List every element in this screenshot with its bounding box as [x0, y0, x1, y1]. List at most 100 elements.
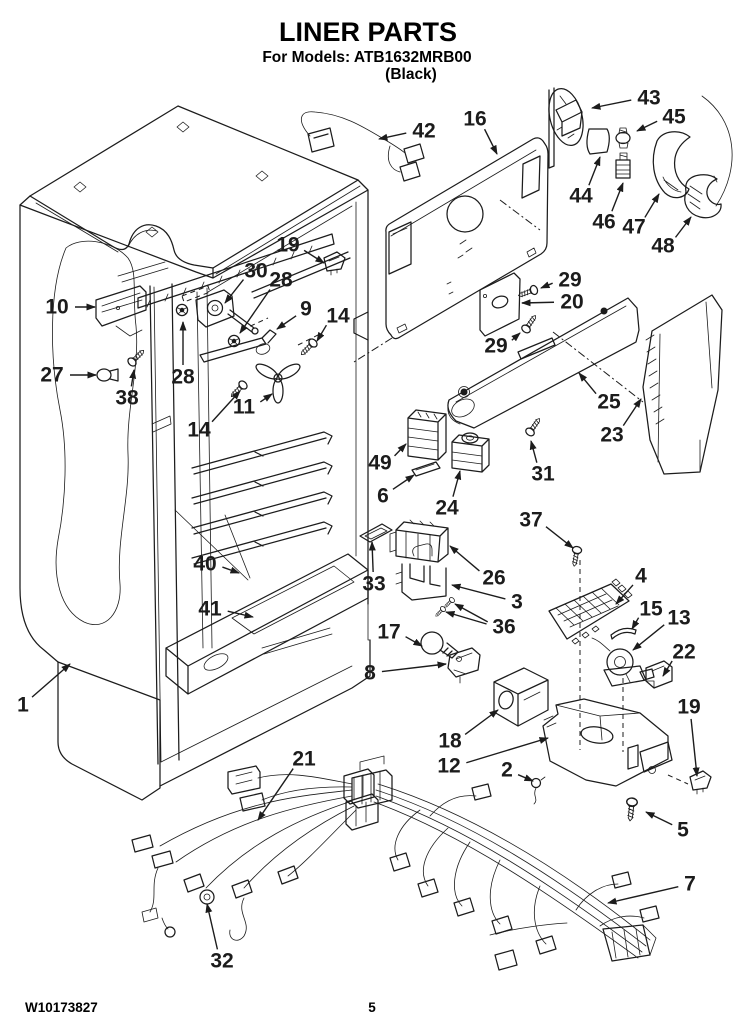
leader-arrow-8 [381, 661, 447, 673]
leader-arrow-4 [615, 584, 634, 605]
callout-5: 5 [677, 819, 689, 842]
callout-22: 22 [672, 641, 695, 664]
callout-37: 37 [519, 509, 542, 532]
callout-20: 20 [560, 291, 583, 314]
leader-arrow-22 [662, 660, 673, 677]
leader-arrow-36 [454, 603, 489, 623]
callout-15: 15 [639, 598, 663, 621]
leader-arrow-40 [222, 566, 240, 574]
leader-arrow-26 [449, 545, 480, 572]
callout-43: 43 [637, 87, 660, 110]
models-line: For Models: ATB1632MRB00 [262, 49, 471, 66]
callout-10: 10 [45, 296, 68, 319]
callout-19: 19 [276, 234, 299, 257]
leader-arrow-19 [690, 718, 700, 777]
callout-33: 33 [362, 573, 385, 596]
leader-arrow-13 [632, 624, 665, 651]
callout-38: 38 [115, 387, 139, 410]
leader-arrow-38 [129, 369, 137, 387]
callout-3: 3 [511, 591, 523, 614]
callout-29: 29 [484, 335, 507, 358]
callout-2: 2 [501, 759, 513, 782]
leader-arrow-7 [607, 886, 679, 905]
callout-12: 12 [437, 755, 460, 778]
leader-arrow-46 [611, 182, 624, 212]
callout-24: 24 [435, 497, 459, 520]
callout-27: 27 [40, 364, 63, 387]
leader-arrow-9 [276, 315, 297, 330]
leader-arrow-18 [464, 709, 499, 736]
leader-arrow-41 [227, 610, 254, 619]
callout-17: 17 [377, 621, 400, 644]
callout-41: 41 [198, 598, 222, 621]
leader-arrow-1 [31, 663, 71, 698]
leader-arrow-43 [591, 99, 632, 110]
callout-18: 18 [438, 730, 462, 753]
callout-13: 13 [667, 607, 690, 630]
callout-47: 47 [622, 216, 645, 239]
leader-arrow-30 [224, 279, 245, 304]
leader-arrow-19 [303, 249, 325, 264]
callout-31: 31 [531, 463, 555, 486]
callout-42: 42 [412, 120, 435, 143]
evap-fan-assembly [95, 251, 346, 404]
callout-36: 36 [492, 616, 515, 639]
page-number: 5 [368, 1000, 376, 1015]
callout-6: 6 [377, 485, 389, 508]
callout-14: 14 [187, 419, 211, 442]
control-parts [359, 409, 673, 752]
back-panel-group [353, 137, 549, 363]
lamp-duct-group [420, 631, 712, 823]
callout-9: 9 [300, 298, 312, 321]
finish-line: (Black) [385, 66, 437, 83]
callout-14: 14 [326, 305, 350, 328]
cabinet-liner [19, 105, 371, 801]
leader-arrow-42 [378, 132, 407, 141]
callout-7: 7 [684, 873, 696, 896]
callout-26: 26 [482, 567, 505, 590]
callout-21: 21 [292, 748, 316, 771]
leader-arrow-23 [622, 398, 642, 427]
top-lamp-parts [301, 87, 733, 219]
callout-28: 28 [269, 269, 293, 292]
wire-harness-7 [343, 768, 660, 971]
leader-arrow-3 [451, 583, 506, 600]
callout-30: 30 [244, 260, 267, 283]
leader-arrow-15 [631, 617, 640, 630]
leader-arrow-44 [588, 156, 601, 186]
callout-46: 46 [592, 211, 615, 234]
leader-arrow-6 [392, 474, 415, 490]
leader-arrow-11 [259, 393, 273, 403]
control-deck-group [447, 294, 723, 475]
leader-arrow-49 [394, 443, 407, 457]
leader-arrow-36 [445, 611, 487, 625]
callout-25: 25 [597, 391, 621, 414]
leader-arrow-21 [257, 768, 294, 821]
callout-23: 23 [600, 424, 623, 447]
leader-arrow-25 [578, 372, 597, 395]
leader-arrow-17 [405, 636, 423, 647]
leader-arrow-16 [483, 128, 498, 155]
leader-arrow-31 [529, 440, 538, 463]
callout-45: 45 [662, 106, 686, 129]
callout-4: 4 [635, 565, 647, 588]
callout-layer: 1234567891011121314141516171819192021222… [17, 87, 701, 973]
leader-arrow-20 [521, 299, 555, 307]
leader-arrow-32 [205, 903, 219, 950]
leader-arrow-2 [517, 774, 534, 782]
callout-44: 44 [569, 185, 593, 208]
callout-11: 11 [233, 396, 256, 419]
callout-19: 19 [677, 696, 700, 719]
callout-16: 16 [463, 108, 486, 131]
wire-harness-21 [131, 755, 393, 941]
callout-32: 32 [210, 950, 233, 973]
leader-arrow-5 [645, 811, 673, 826]
callout-1: 1 [17, 694, 29, 717]
callout-8: 8 [364, 662, 376, 685]
leader-arrow-37 [545, 526, 574, 549]
leader-arrow-28 [239, 289, 271, 334]
callout-29: 29 [558, 269, 581, 292]
callout-48: 48 [651, 235, 675, 258]
